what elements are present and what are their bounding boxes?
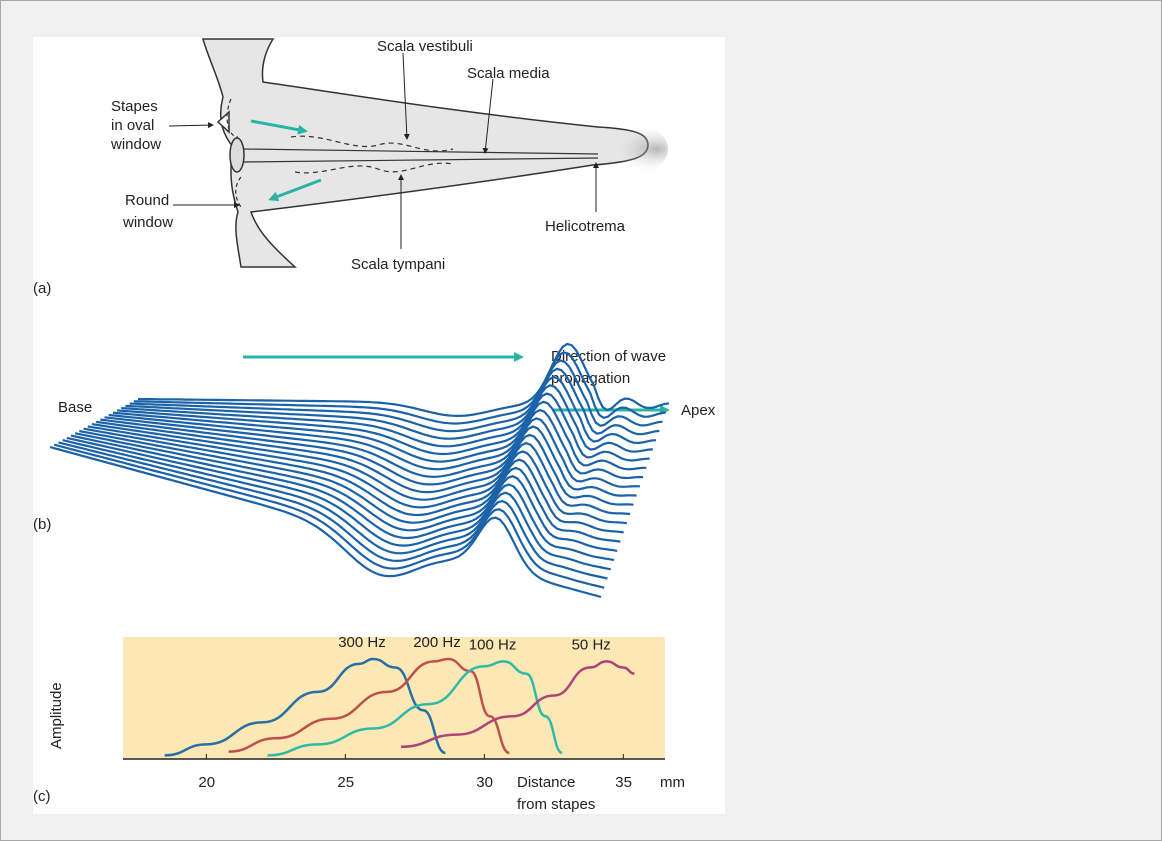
chart-ticks-group: 20 25 30 35 [198,754,632,791]
label-stapes-3: window [110,136,161,153]
label-scala-tympani: Scala tympani [351,256,445,273]
series-label: 200 Hz [413,634,461,651]
wave-line [129,359,663,433]
panel-a-tag: (a) [33,280,51,297]
series-label: 50 Hz [572,636,611,653]
cochlea-figure: Scala vestibuli Scala media Stapes in ov… [33,38,716,813]
reissner-membrane [242,148,599,155]
series-label: 100 Hz [469,636,517,653]
wave-line [137,342,670,418]
series-line-50-hz [400,660,635,749]
wave-line [100,417,640,488]
label-scala-vestibuli: Scala vestibuli [377,38,473,55]
panel-c-amplitude-chart: Amplitude 300 Hz 200 Hz 100 Hz 50 Hz 20 25 30… [33,634,685,813]
label-apex: Apex [681,402,716,419]
wave-line [79,429,624,534]
chart-unit: mm [660,774,685,791]
pointer-scala-vestibuli [402,52,410,140]
pointer-scala-media [482,78,494,154]
x-tick-label: 35 [615,774,632,791]
series-label: 300 Hz [338,634,386,651]
helicotrema-shading [548,117,668,181]
wave-line [95,420,637,497]
fluid-flow-arrow-back [268,178,322,202]
label-base: Base [58,399,92,416]
wave-line [104,408,644,480]
label-direction-1: Direction of wave [551,348,666,365]
series-line-300-hz [164,657,446,757]
chart-xlabel-1: Distance [517,774,575,791]
wave-line [58,441,608,580]
x-tick-label: 20 [198,774,215,791]
wave-lines-group [49,342,670,599]
label-helicotrema: Helicotrema [545,218,626,235]
panel-b-traveling-wave: Direction of wave propagation Base Apex … [33,342,716,599]
label-scala-media: Scala media [467,65,550,82]
x-tick-label: 25 [337,774,354,791]
series-line-200-hz [228,657,510,755]
membrane-displacement-dashed-2 [294,162,454,174]
fluid-flow-arrow-forward [250,119,308,135]
wave-line [108,400,647,471]
panel-a-cochlea-diagram: Scala vestibuli Scala media Stapes in ov… [33,38,668,297]
chart-series-group: 300 Hz 200 Hz 100 Hz 50 Hz [164,634,635,757]
panel-b-tag: (b) [33,516,51,533]
membrane-displacement-dashed [290,135,454,152]
basilar-membrane [242,157,599,163]
stapes-shape [216,110,230,134]
label-round-1: Round [125,192,169,209]
wave-line [70,434,618,552]
wave-line [116,384,653,456]
label-stapes-2: in oval [111,117,154,134]
chart-xlabel-2: from stapes [517,796,595,813]
wave-line [133,351,666,425]
pointer-stapes [168,122,214,129]
x-tick-label: 30 [476,774,493,791]
label-stapes-1: Stapes [111,98,158,115]
chart-ylabel: Amplitude [48,682,65,749]
wave-line [62,439,611,571]
oval-window [229,137,245,173]
wave-line [66,436,615,562]
chart-background [123,637,665,759]
wave-line [91,423,634,506]
wave-line [53,443,605,589]
wave-line [87,425,631,516]
panel-c-tag: (c) [33,788,51,805]
wave-line [125,367,660,440]
wave-line [83,427,628,525]
figure-panel: Scala vestibuli Scala media Stapes in ov… [33,37,725,814]
wave-line [74,432,621,543]
wave-line [49,445,602,599]
wave-line [112,392,650,463]
wave-line [121,375,657,448]
label-round-2: window [122,214,173,231]
